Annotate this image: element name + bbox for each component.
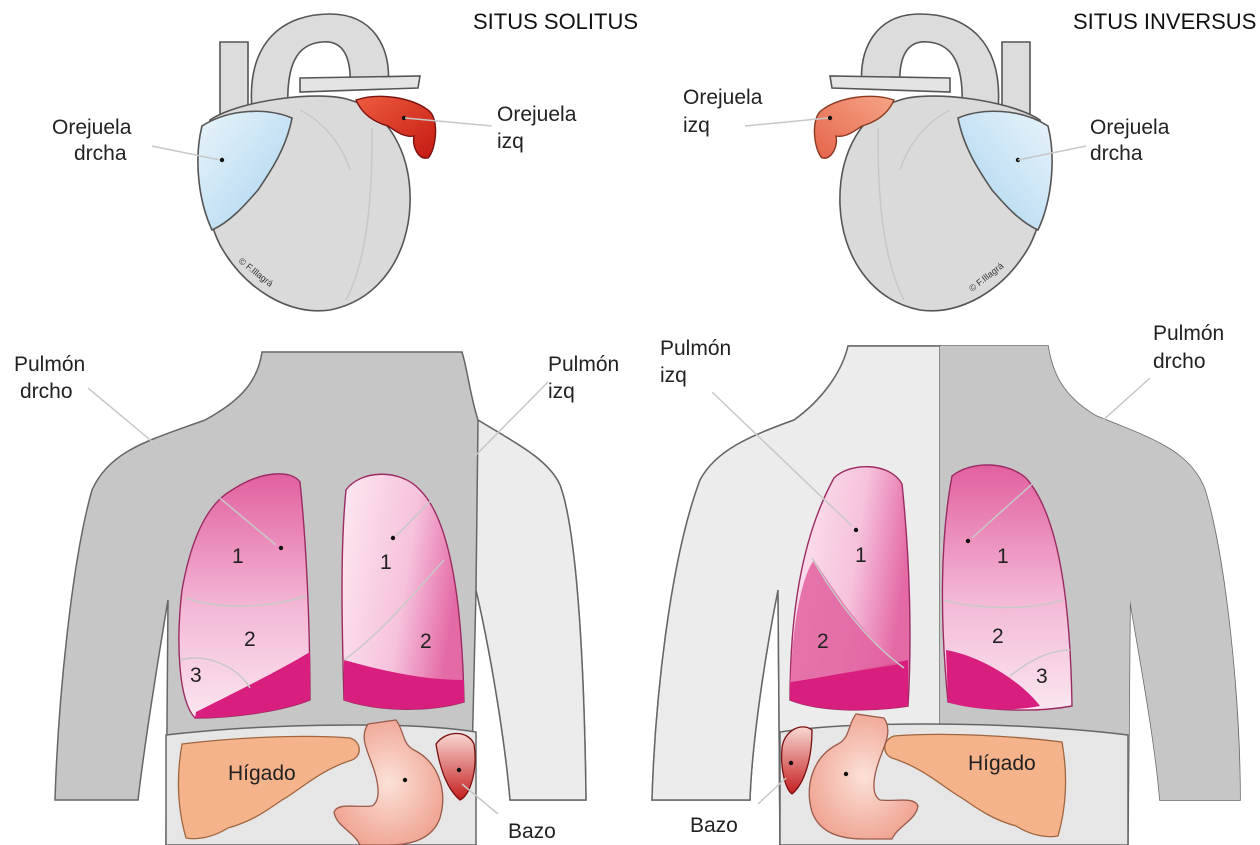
inversus-left-lobe-1: 1 (855, 544, 867, 567)
inversus-left-auricle-label-1: Orejuela (683, 86, 763, 109)
inversus-right-lung-label-1: Pulmón (1153, 322, 1224, 345)
inversus-heart (814, 14, 1052, 311)
inversus-liver-label: Hígado (968, 752, 1036, 775)
solitus-spleen-label: Bazo (508, 820, 556, 843)
inversus-left-lung-dot (854, 528, 858, 532)
inversus-right-auricle-label-1: Orejuela (1090, 116, 1170, 139)
solitus-title: SITUS SOLITUS (473, 9, 638, 34)
inversus-left-lung-label-1: Pulmón (660, 337, 731, 360)
solitus-right-auricle-label-1: Orejuela (52, 116, 132, 139)
solitus-right-auricle-dot (220, 158, 224, 162)
solitus-left-auricle-label-2: izq (497, 130, 524, 153)
situs-inversus-panel: SITUS INVERSUS © F.Illagrá Orejuela izq … (652, 9, 1256, 845)
inversus-right-auricle-label-2: drcha (1090, 142, 1143, 165)
inversus-spleen-label: Bazo (690, 814, 738, 837)
inversus-left-lobe-2: 2 (817, 630, 829, 653)
solitus-right-auricle-label-2: drcha (74, 142, 127, 165)
solitus-left-lung-label-2: izq (548, 380, 575, 403)
solitus-right-lung-label-1: Pulmón (14, 353, 85, 376)
situs-solitus-panel: SITUS SOLITUS © F.Illagrá Orejuela drcha… (14, 9, 638, 845)
inversus-title: SITUS INVERSUS (1073, 9, 1256, 34)
solitus-liver-label: Hígado (228, 762, 296, 785)
solitus-left-auricle-label-1: Orejuela (497, 103, 577, 126)
solitus-right-lobe-3: 3 (190, 664, 202, 687)
inversus-right-lobe-1: 1 (997, 545, 1009, 568)
solitus-left-lobe-2: 2 (420, 630, 432, 653)
inversus-stomach-dot (844, 772, 848, 776)
solitus-stomach-dot (403, 778, 407, 782)
solitus-left-lobe-1: 1 (380, 551, 392, 574)
solitus-heart: © F.Illagrá (198, 14, 436, 311)
inversus-left-lung-label-2: izq (660, 364, 687, 387)
inversus-right-lobe-2: 2 (992, 625, 1004, 648)
inversus-right-lung-label-2: drcho (1153, 350, 1206, 373)
inversus-right-lobe-3: 3 (1036, 665, 1048, 688)
solitus-right-lung-dot (279, 546, 283, 550)
solitus-spleen-dot (457, 768, 461, 772)
solitus-pulmonary-trunk (300, 76, 420, 92)
solitus-torso-right-arm-light (476, 420, 586, 800)
inversus-left-auricle-dot (828, 116, 832, 120)
inversus-spleen-dot (789, 761, 793, 765)
solitus-left-lung-dot (391, 536, 395, 540)
solitus-right-lobe-2: 2 (244, 628, 256, 651)
solitus-right-lung-label-2: drcho (20, 380, 73, 403)
solitus-left-lung-label-1: Pulmón (548, 353, 619, 376)
inversus-right-lung-dot (966, 539, 970, 543)
solitus-right-lobe-1: 1 (232, 545, 244, 568)
inversus-pulmonary-trunk (830, 76, 950, 92)
inversus-left-auricle-label-2: izq (683, 114, 710, 137)
